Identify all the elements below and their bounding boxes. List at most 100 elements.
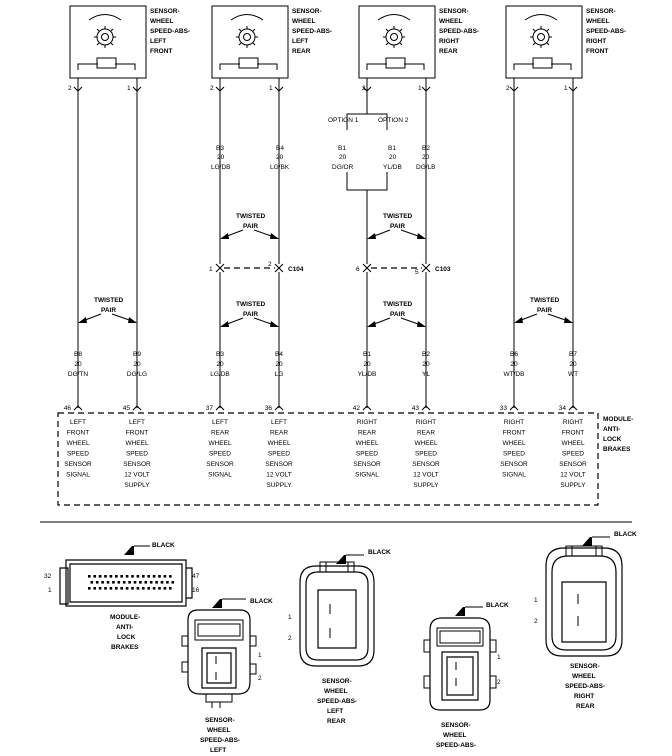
connector-pin-cavity [147, 587, 150, 590]
function-text: REAR [358, 430, 376, 437]
label-line: SPEED-ABS- [436, 742, 476, 749]
connector-pin-cavity [166, 581, 169, 584]
connector-pin-cavity [90, 581, 94, 584]
function-text: SIGNAL [355, 472, 379, 479]
module-label-line: LOCK [603, 436, 622, 443]
connector-pin-cavity [93, 587, 96, 590]
module-pin-number: 43 [412, 405, 420, 412]
wire-gauge: 20 [569, 361, 577, 368]
function-text: 12 VOLT [266, 472, 292, 479]
gear-icon [530, 26, 552, 48]
label-line: MODULE- [110, 614, 140, 621]
connector-pin-cavity [142, 587, 145, 590]
function-text: SENSOR [412, 461, 440, 468]
connector-pin-cavity [147, 575, 150, 578]
function-text: SUPPLY [560, 482, 586, 489]
wire-gauge: 20 [363, 361, 371, 368]
sensor-label-line: FRONT [150, 48, 172, 55]
connector-pin-cavity [160, 581, 164, 584]
function-text: SPEED [415, 451, 437, 458]
connector-pin-cavity [88, 575, 91, 578]
circuit-id: B4 [275, 351, 283, 358]
module-pin-number: 34 [559, 405, 567, 412]
label-line: LEFT [210, 747, 226, 754]
connector-pin-cavity [169, 587, 172, 590]
circuit-id: B3 [216, 351, 224, 358]
sensor-label-line: WHEEL [586, 18, 610, 25]
function-text: WHEEL [208, 440, 232, 447]
connector-pin-cavity [109, 587, 113, 590]
function-text: SENSOR [206, 461, 234, 468]
wire-color: WT/DB [504, 371, 525, 378]
connector-pin-cavity [95, 581, 99, 584]
gear-icon [383, 26, 405, 48]
wire-end-marks [73, 86, 578, 411]
sensor-label-line: WHEEL [439, 18, 463, 25]
circuit-id: B1 [363, 351, 371, 358]
function-text: SIGNAL [208, 472, 232, 479]
wire-gauge: 20 [217, 154, 225, 161]
function-text: SENSOR [123, 461, 151, 468]
circuit-id: B9 [133, 351, 141, 358]
function-text: SPEED [268, 451, 290, 458]
module-pin-number: 36 [265, 405, 273, 412]
function-text: SENSOR [265, 461, 293, 468]
wire-color: LG [275, 371, 284, 378]
label-line: RIGHT [574, 693, 594, 700]
module-label-line: BRAKES [603, 446, 631, 453]
black-label: BLACK [250, 598, 273, 605]
wire-gauge: 20 [216, 361, 224, 368]
connector-pin-cavity [115, 587, 118, 590]
function-text: SENSOR [500, 461, 528, 468]
connector-pin-cavity [106, 581, 110, 584]
connector-pin: 1 [209, 266, 213, 273]
function-text: SPEED [562, 451, 584, 458]
wire-color: DG/LG [127, 371, 147, 378]
sensor-label-line: REAR [439, 48, 458, 55]
circuit-id: B8 [74, 351, 82, 358]
twisted-pair-label: TWISTED [94, 297, 124, 304]
connector-pin-cavity [149, 581, 153, 584]
circuit-id: B1 [338, 145, 346, 152]
connector-pin-cavity [152, 587, 156, 590]
pin-number: 1 [564, 85, 568, 92]
wire-gauge: 20 [275, 361, 283, 368]
twisted-pair-label: PAIR [537, 307, 552, 314]
sensor-left-front: SENSOR- WHEEL SPEED-ABS- LEFT FRONT 2 1 [68, 5, 190, 92]
wires [77, 78, 574, 408]
pin-number: 1 [418, 85, 422, 92]
connector-pin-cavity [136, 575, 140, 578]
wire-gauge: 20 [510, 361, 518, 368]
label-line: ANTI- [116, 624, 133, 631]
black-label: BLACK [368, 549, 391, 556]
module-pin-number: 37 [206, 405, 214, 412]
connector-pin: 5 [415, 269, 419, 276]
twisted-pair-label: PAIR [390, 223, 405, 230]
black-label: BLACK [152, 542, 175, 549]
label-line: WHEEL [443, 732, 467, 739]
pin-number: 2 [497, 679, 501, 686]
pin-number: 1 [534, 597, 538, 604]
label-line: WHEEL [207, 727, 231, 734]
sensor-label-line: SPEED-ABS- [439, 28, 479, 35]
function-text: SENSOR [64, 461, 92, 468]
function-text: FRONT [562, 430, 584, 437]
pin-number: 2 [506, 85, 510, 92]
function-text: SPEED [209, 451, 231, 458]
pin-number: 1 [258, 652, 262, 659]
wire-gauge: 20 [276, 154, 284, 161]
label-line: SENSOR- [322, 678, 352, 685]
connector-breaks: 1 2 C104 6 5 C103 [209, 261, 451, 276]
black-label: BLACK [614, 531, 637, 538]
module-label: MODULE- ANTI- LOCK BRAKES [603, 416, 633, 453]
sensor-label-line: SENSOR- [150, 8, 180, 15]
connector-pin-cavity [142, 575, 145, 578]
circuit-id: B4 [276, 145, 284, 152]
label-line: SPEED-ABS- [565, 683, 605, 690]
twisted-pair-label: PAIR [390, 311, 405, 318]
connector-pin-cavity [155, 581, 158, 584]
label-line: REAR [576, 703, 595, 710]
